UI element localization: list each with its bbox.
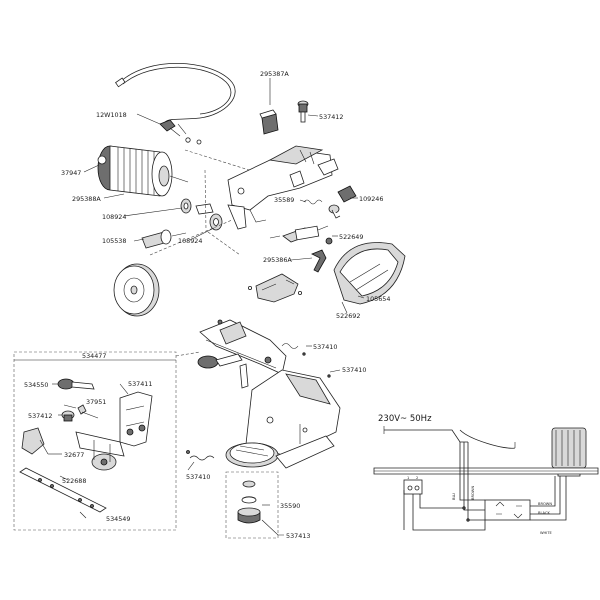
spring-35589 bbox=[303, 199, 323, 205]
main-housing bbox=[227, 145, 339, 230]
label-522649: 522649 bbox=[339, 233, 363, 241]
label-105538: 105538 bbox=[102, 237, 126, 245]
label-108924-b: 108924 bbox=[178, 237, 202, 245]
wheel-guard bbox=[333, 242, 406, 305]
label-295387A: 295387A bbox=[260, 70, 289, 78]
terminal-1-label: 1 bbox=[407, 476, 409, 480]
label-37951: 37951 bbox=[86, 398, 106, 406]
label-537413: 537413 bbox=[286, 532, 310, 540]
grinding-wheel bbox=[113, 263, 160, 317]
spring-537410-left bbox=[186, 450, 215, 461]
label-295386A: 295386A bbox=[263, 256, 292, 264]
label-534549: 534549 bbox=[106, 515, 130, 523]
wire-white-label: WHITE bbox=[540, 531, 553, 535]
label-537410-a: 537410 bbox=[313, 343, 337, 351]
label-35589: 35589 bbox=[274, 196, 294, 204]
lever-534550 bbox=[57, 378, 95, 390]
carriage-box bbox=[75, 431, 125, 471]
label-35590: 35590 bbox=[280, 502, 300, 510]
label-534550: 534550 bbox=[24, 381, 48, 389]
label-12W1018: 12W1018 bbox=[96, 111, 127, 119]
label-295388A: 295388A bbox=[72, 195, 101, 203]
spring-537410-right bbox=[281, 343, 331, 378]
label-32677: 32677 bbox=[64, 451, 84, 459]
wire-brown-short-label: BROWN bbox=[471, 486, 475, 500]
adjust-knob-109246 bbox=[328, 185, 357, 219]
label-537410-c: 537410 bbox=[186, 473, 210, 481]
label-537410-b: 537410 bbox=[342, 366, 366, 374]
base-turntable bbox=[225, 369, 341, 469]
wire-black-label: BLACK bbox=[538, 511, 550, 515]
switch-part bbox=[259, 87, 279, 135]
label-522688: 522688 bbox=[62, 477, 86, 485]
label-522692: 522692 bbox=[336, 312, 360, 320]
bracket-537411 bbox=[119, 391, 153, 447]
supply-voltage-label: 230V~ 50Hz bbox=[378, 414, 432, 424]
motor bbox=[97, 145, 189, 197]
knob-part-box bbox=[61, 410, 75, 422]
subassembly-box-bottom bbox=[225, 471, 279, 539]
leader-lines bbox=[48, 78, 365, 536]
wiring-diagram bbox=[373, 426, 599, 531]
shaft-parts bbox=[141, 198, 223, 249]
knob-part-top bbox=[297, 100, 309, 123]
label-537411: 537411 bbox=[128, 380, 152, 388]
label-37947: 37947 bbox=[61, 169, 81, 177]
label-537412-top: 537412 bbox=[319, 113, 343, 121]
power-cord bbox=[115, 62, 236, 145]
wire-brown-label: BROWN bbox=[538, 502, 552, 506]
terminal-2-label: 2 bbox=[416, 476, 418, 480]
clamp-32677 bbox=[21, 427, 49, 455]
bracket-522692 bbox=[247, 273, 302, 303]
label-109246: 109246 bbox=[359, 195, 383, 203]
clamp-522649 bbox=[269, 225, 333, 245]
subassembly-box-534477 bbox=[13, 351, 201, 531]
wire-blu-label: BLU bbox=[452, 493, 456, 500]
label-534477: 534477 bbox=[82, 352, 106, 360]
label-105654: 105654 bbox=[366, 295, 390, 303]
wiring-labels: 230V~ 50Hz BROWN BLACK WHITE BLU BROWN 1… bbox=[378, 414, 553, 535]
pin-37951 bbox=[77, 404, 99, 419]
clamp-arm-assembly bbox=[197, 319, 287, 389]
label-108924-a: 108924 bbox=[102, 213, 126, 221]
rail-534549 bbox=[19, 467, 107, 513]
label-537412-box: 537412 bbox=[28, 412, 52, 420]
part-labels: 295387A 12W1018 537412 37947 295388A 108… bbox=[24, 70, 390, 540]
clip-295386A bbox=[311, 249, 327, 273]
